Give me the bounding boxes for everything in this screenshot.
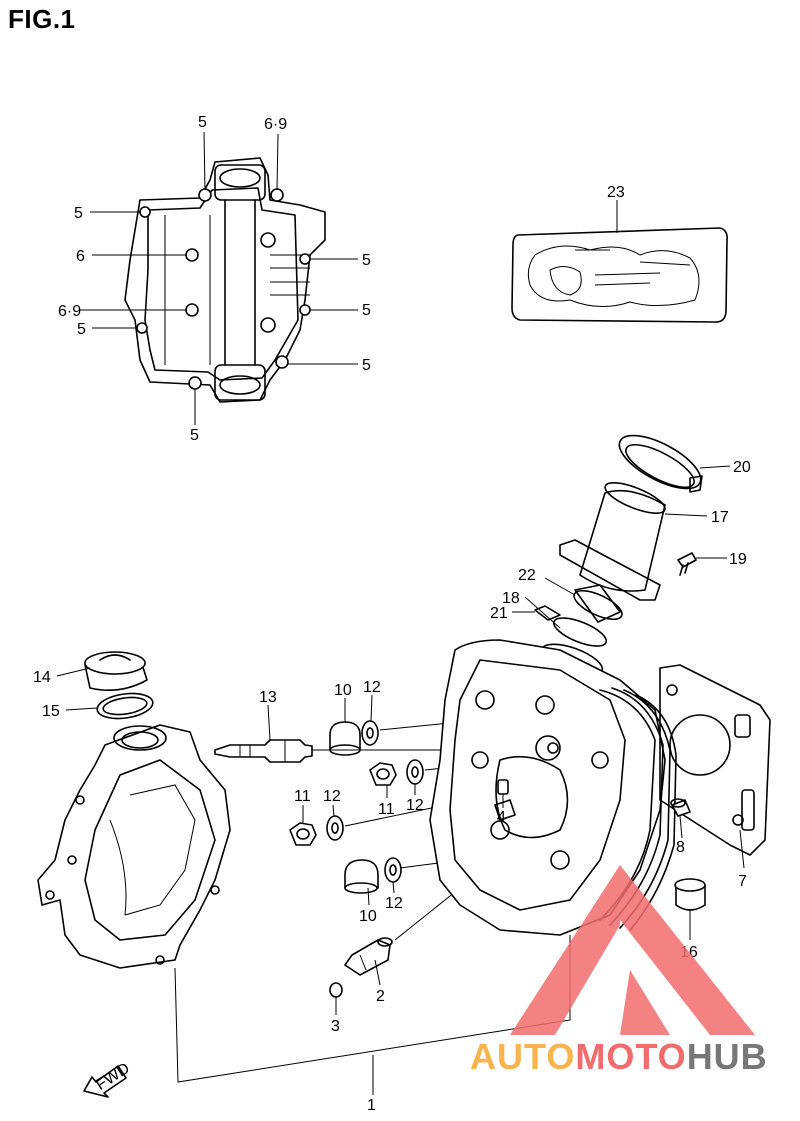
label-7: 7 (738, 873, 747, 890)
label-18: 18 (502, 590, 520, 607)
label-3: 3 (331, 1018, 340, 1035)
label-10-top: 10 (334, 682, 352, 699)
label-23: 23 (607, 184, 625, 201)
figure-title: FIG.1 (8, 4, 76, 34)
label-10-bottom: 10 (359, 908, 377, 925)
label-6: 6 (76, 248, 85, 265)
label-13: 13 (259, 689, 277, 706)
label-14: 14 (33, 669, 51, 686)
label-8: 8 (676, 839, 685, 856)
cap-nut-lower (344, 859, 379, 894)
stud-bolt (344, 937, 393, 976)
intake-clamp (618, 434, 703, 493)
intake-pipe (559, 482, 666, 601)
pipe-screw (677, 552, 697, 576)
dowel-pin (670, 798, 691, 817)
label-19: 19 (729, 551, 747, 568)
nut-lower (289, 822, 317, 846)
label-20: 20 (733, 459, 751, 476)
watermark-text: AUTOMOTOHUB (470, 1036, 768, 1078)
label-11-left: 11 (294, 788, 311, 805)
spark-plug (214, 739, 313, 763)
cylinder-head (429, 639, 677, 936)
washer-middle (406, 759, 424, 785)
gasket-set (511, 227, 728, 323)
label-5-left-bottom: 5 (77, 321, 86, 338)
label-6-9-left: 6·9 (58, 303, 81, 320)
label-16: 16 (680, 944, 698, 961)
cap-nut-upper (329, 721, 361, 756)
label-5-right-mid: 5 (362, 302, 371, 319)
label-5-bottom: 5 (190, 427, 199, 444)
label-12-top: 12 (363, 679, 381, 696)
retaining-clip (329, 982, 343, 998)
label-5-right-top: 5 (362, 252, 371, 269)
cylinder-head-cover (37, 724, 231, 969)
label-6-9-top: 6·9 (264, 116, 287, 133)
label-21: 21 (490, 605, 508, 622)
label-15: 15 (42, 703, 60, 720)
fwd-label: FWD (93, 1060, 133, 1094)
label-17: 17 (711, 509, 729, 526)
label-12-left: 12 (323, 788, 341, 805)
oil-filler-cap (84, 651, 148, 691)
o-ring (96, 692, 154, 720)
watermark-part-moto: MOTO (575, 1036, 687, 1077)
nut-middle (369, 762, 397, 786)
inspection-plug (674, 878, 706, 911)
washer-bottom (384, 857, 402, 883)
watermark-part-hub: HUB (686, 1036, 768, 1077)
watermark-part-auto: AUTO (470, 1036, 576, 1077)
label-1: 1 (367, 1097, 376, 1114)
part-labels: 5 6·9 5 6 5 6·9 5 5 5 5 23 20 17 19 22 1… (33, 114, 751, 1114)
label-12-bottom: 12 (385, 895, 403, 912)
label-22: 22 (518, 567, 536, 584)
label-2: 2 (376, 988, 385, 1005)
forward-direction-arrow: FWD (83, 1060, 133, 1098)
washer-lower (326, 815, 344, 841)
label-leaders (56, 131, 745, 1095)
label-5-right-bottom: 5 (362, 357, 371, 374)
label-5-top: 5 (198, 114, 207, 131)
label-12-middle: 12 (406, 797, 424, 814)
label-5-left-top: 5 (74, 205, 83, 222)
washer-upper (361, 720, 379, 746)
head-pin (497, 779, 509, 795)
label-4: 4 (497, 809, 506, 826)
cylinder-head-top-view (124, 157, 326, 403)
label-11-middle: 11 (378, 801, 395, 818)
